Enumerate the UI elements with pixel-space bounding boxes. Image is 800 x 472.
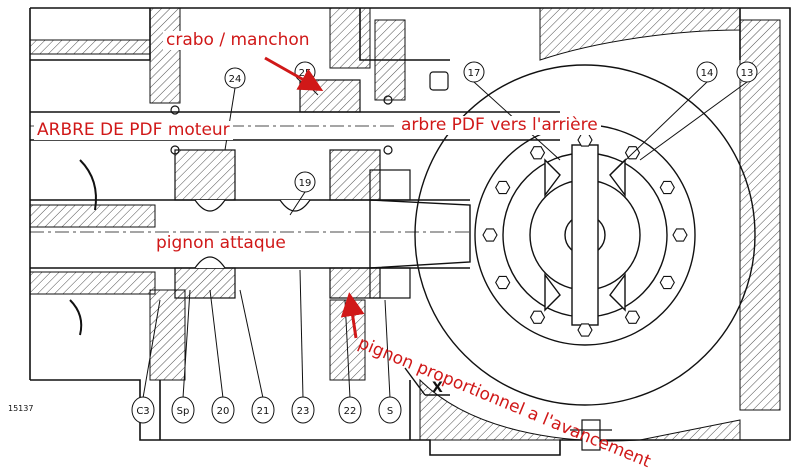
drain-plug: [570, 419, 612, 451]
callout-number-24: 24: [229, 74, 242, 85]
label-arbre-pdf-arriere: arbre PDF vers l'arrière: [398, 116, 601, 135]
ref-s: S: [387, 406, 393, 417]
crabo-arrow: [264, 56, 324, 91]
callout-number-13: 13: [741, 68, 754, 79]
label-pignon-attaque: pignon attaque: [153, 234, 289, 253]
bolt-head: [659, 275, 675, 290]
label-crabo-manchon: crabo / manchon: [163, 31, 313, 50]
pignon-prop-arrow: [340, 292, 365, 339]
marker-x-label: X: [432, 380, 443, 396]
ref-sp: Sp: [177, 406, 190, 417]
bolt-ring: [482, 133, 688, 337]
bolt-head: [482, 228, 498, 242]
callout-number-14: 14: [701, 68, 714, 79]
bolt-head: [577, 133, 593, 147]
housing-walls: [29, 7, 781, 442]
ref-c3: C3: [136, 406, 149, 417]
annotation-arrows: [264, 56, 365, 339]
section-marker: [404, 367, 450, 396]
ref-22: 22: [344, 406, 357, 417]
gears: [170, 71, 449, 299]
bolt-head: [577, 323, 593, 337]
callout-number-17: 17: [468, 68, 481, 79]
ref-23: 23: [297, 406, 310, 417]
ref-21: 21: [257, 406, 270, 417]
bolt-head: [659, 180, 675, 195]
bolt-head: [624, 310, 641, 324]
label-arbre-pdf-moteur: ARBRE DE PDF moteur: [34, 121, 233, 140]
callout-number-19: 19: [299, 178, 312, 189]
drawing-number: 15137: [8, 404, 34, 413]
bolt-head: [672, 228, 688, 242]
ref-20: 20: [217, 406, 230, 417]
bottom-callout-labels: C3 Sp 20 21 23 22 S: [136, 406, 393, 417]
bolt-head: [529, 146, 546, 160]
bolt-head: [529, 310, 546, 324]
bolt-head: [495, 180, 511, 195]
spline-hatching: [29, 159, 156, 336]
bolt-head: [495, 275, 511, 290]
